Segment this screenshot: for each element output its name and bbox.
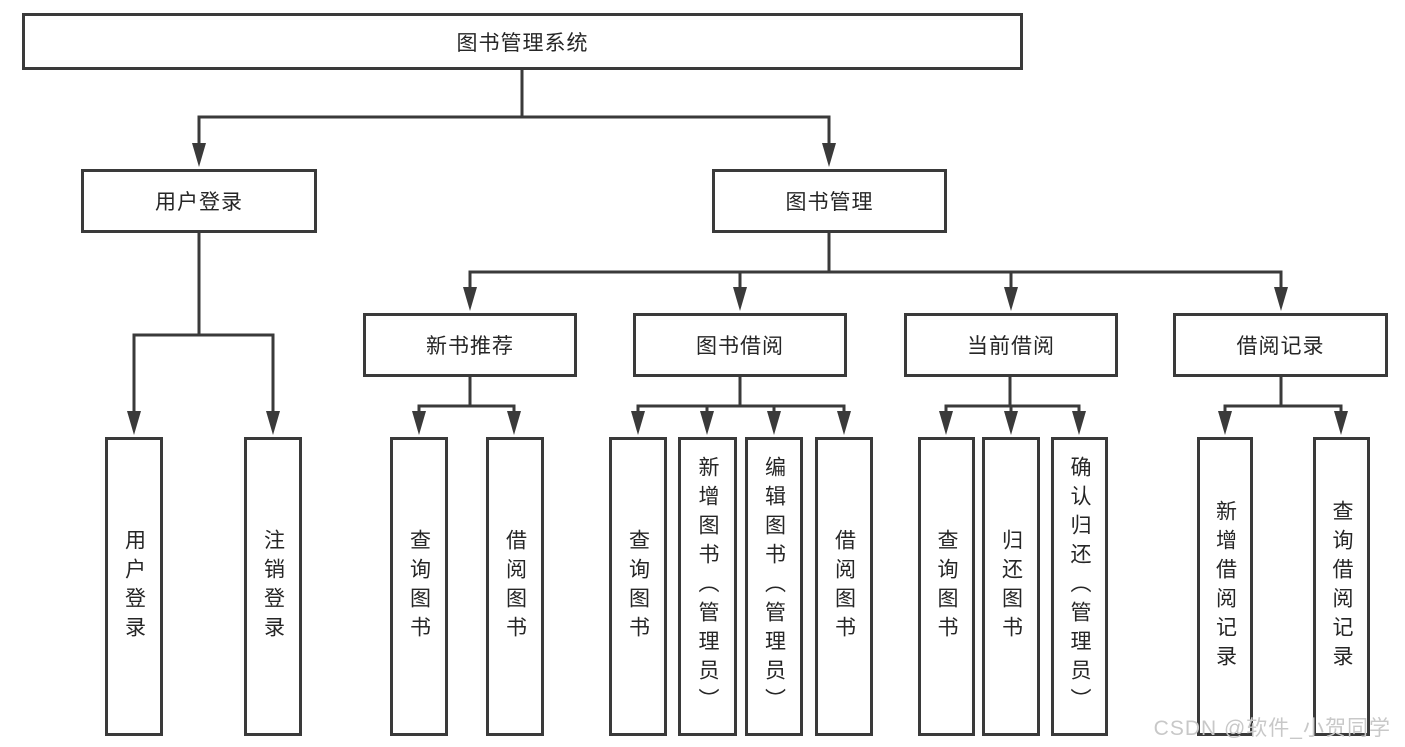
leaf-add-books-admin: 新增图书（管理员）: [678, 437, 737, 736]
node-current-borrow: 当前借阅: [904, 313, 1118, 377]
node-borrow-records: 借阅记录: [1173, 313, 1388, 377]
node-root-system: 图书管理系统: [22, 13, 1023, 70]
node-root-label: 图书管理系统: [456, 31, 589, 55]
leaf-borrow-books-recommend: 借阅图书: [486, 437, 544, 736]
node-label: 当前借阅: [967, 335, 1055, 358]
leaf-query-books-current: 查询图书: [918, 437, 975, 736]
leaf-borrow-books: 借阅图书: [815, 437, 873, 736]
node-book-borrow: 图书借阅: [633, 313, 847, 377]
leaf-logout: 注销登录: [244, 437, 302, 736]
leaf-label: 归还图书: [999, 528, 1023, 645]
leaf-label: 借阅图书: [503, 528, 527, 645]
leaf-label: 新增图书（管理员）: [696, 456, 719, 717]
node-book-management: 图书管理: [712, 169, 947, 233]
leaf-label: 注销登录: [261, 528, 285, 645]
leaf-label: 编辑图书（管理员）: [762, 456, 786, 717]
node-label: 用户登录: [155, 191, 243, 214]
leaf-add-borrow-record: 新增借阅记录: [1197, 437, 1253, 736]
leaf-query-books-borrow: 查询图书: [609, 437, 667, 736]
leaf-user-login: 用户登录: [105, 437, 163, 736]
leaf-label: 借阅图书: [832, 528, 856, 645]
node-label: 图书管理: [785, 191, 874, 214]
leaf-query-borrow-record: 查询借阅记录: [1313, 437, 1370, 736]
leaf-label: 查询图书: [935, 528, 958, 645]
leaf-label: 确认归还（管理员）: [1068, 456, 1091, 717]
leaf-edit-books-admin: 编辑图书（管理员）: [745, 437, 803, 736]
node-label: 图书借阅: [696, 335, 784, 358]
node-label: 借阅记录: [1236, 335, 1325, 358]
leaf-return-books: 归还图书: [982, 437, 1040, 736]
leaf-label: 新增借阅记录: [1213, 499, 1237, 674]
csdn-watermark: CSDN @软件_小贺同学: [1153, 717, 1391, 740]
node-user-login: 用户登录: [81, 169, 317, 233]
leaf-query-books-recommend: 查询图书: [390, 437, 448, 736]
node-new-book-recommend: 新书推荐: [363, 313, 577, 377]
leaf-label: 查询图书: [626, 528, 650, 645]
leaf-confirm-return-admin: 确认归还（管理员）: [1051, 437, 1108, 736]
node-label: 新书推荐: [426, 335, 514, 358]
leaf-label: 查询图书: [407, 528, 431, 645]
leaf-label: 查询借阅记录: [1330, 499, 1353, 674]
leaf-label: 用户登录: [122, 528, 146, 645]
